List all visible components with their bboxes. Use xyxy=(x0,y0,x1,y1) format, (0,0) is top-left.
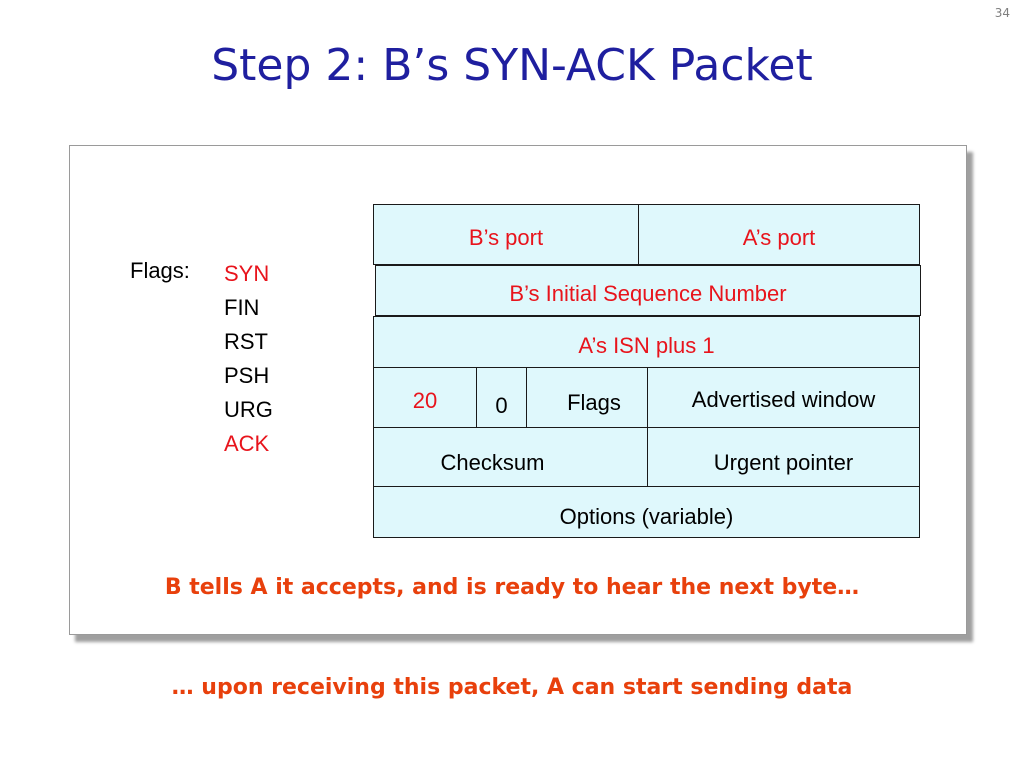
panel-caption: B tells A it accepts, and is ready to he… xyxy=(164,575,860,600)
flag-fin: FIN xyxy=(224,295,260,320)
options-label: Options (variable) xyxy=(559,504,734,529)
dest-port-cell: A’s port xyxy=(638,204,920,265)
flag-urg: URG xyxy=(224,397,273,422)
sequence-number-cell: B’s Initial Sequence Number xyxy=(375,265,921,316)
header-length-value: 20 xyxy=(412,388,438,413)
urgent-pointer-cell: Urgent pointer xyxy=(647,427,920,487)
source-port-label: B’s port xyxy=(468,225,544,250)
flag-rst: RST xyxy=(224,329,268,354)
sequence-number-label: B’s Initial Sequence Number xyxy=(509,281,787,306)
flags-cell: Flags xyxy=(526,367,648,428)
options-cell: Options (variable) xyxy=(373,486,920,538)
flag-ack: ACK xyxy=(224,431,270,456)
slide-title: Step 2: B’s SYN-ACK Packet xyxy=(211,40,813,91)
ack-number-cell: A’s ISN plus 1 xyxy=(373,316,920,368)
flag-syn: SYN xyxy=(224,261,270,286)
flag-psh: PSH xyxy=(224,363,270,388)
flags-label: Flags: xyxy=(130,258,190,283)
checksum-label: Checksum xyxy=(440,450,545,475)
checksum-cell: Checksum xyxy=(373,427,648,487)
reserved-cell: 0 xyxy=(476,367,527,428)
urgent-pointer-label: Urgent pointer xyxy=(713,450,854,475)
advertised-window-cell: Advertised window xyxy=(647,367,920,428)
footer-caption: … upon receiving this packet, A can star… xyxy=(171,675,853,700)
dest-port-label: A’s port xyxy=(742,225,816,250)
header-length-cell: 20 xyxy=(373,367,477,428)
flags-field-label: Flags xyxy=(567,390,621,415)
source-port-cell: B’s port xyxy=(373,204,639,265)
ack-number-label: A’s ISN plus 1 xyxy=(578,333,715,358)
reserved-value: 0 xyxy=(495,393,508,418)
advertised-window-label: Advertised window xyxy=(691,387,876,412)
slide-number: 34 xyxy=(994,6,1010,20)
